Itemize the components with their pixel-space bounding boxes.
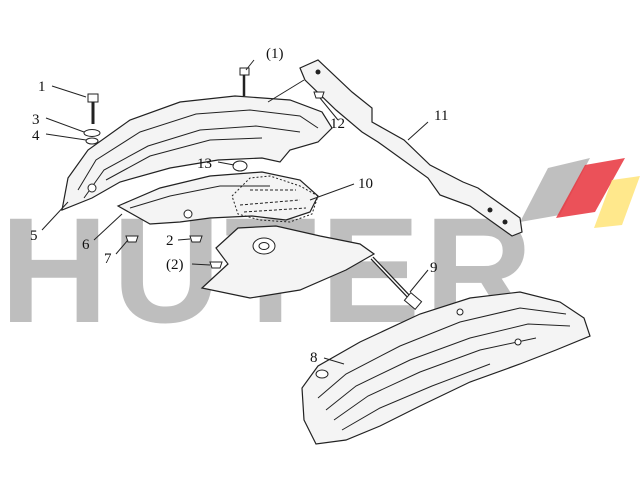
callout-8: 8 [310, 350, 318, 366]
callout-11: 11 [434, 108, 448, 124]
part-lower-flap [200, 225, 376, 299]
callout-p1: (1) [266, 46, 284, 62]
callout-5: 5 [30, 228, 38, 244]
callout-7: 7 [104, 251, 112, 267]
part-9-long-bolt [370, 256, 423, 311]
callout-labels: 1 3 4 5 6 7 2 (2) 13 (1) 12 10 11 9 8 [30, 46, 448, 366]
callout-2: 2 [166, 233, 174, 249]
callout-6: 6 [82, 237, 90, 253]
leader-lines [41, 59, 429, 365]
part-10-cluster [231, 175, 319, 223]
callout-3: 3 [32, 112, 40, 128]
small-hardware [83, 67, 325, 269]
part-5-upper-mudguard [61, 95, 333, 211]
callout-10: 10 [358, 176, 373, 192]
callout-12: 12 [330, 116, 345, 132]
callout-13: 13 [197, 156, 212, 172]
callout-4: 4 [32, 128, 40, 144]
callout-1: 1 [38, 79, 46, 95]
callout-9: 9 [430, 260, 438, 276]
callout-p2: (2) [166, 257, 184, 273]
watermark-logo-stripes [520, 158, 640, 228]
part-11-bracket [299, 59, 523, 237]
part-6-middle-guard [116, 171, 319, 225]
part-8-lower-mudguard [301, 291, 591, 445]
